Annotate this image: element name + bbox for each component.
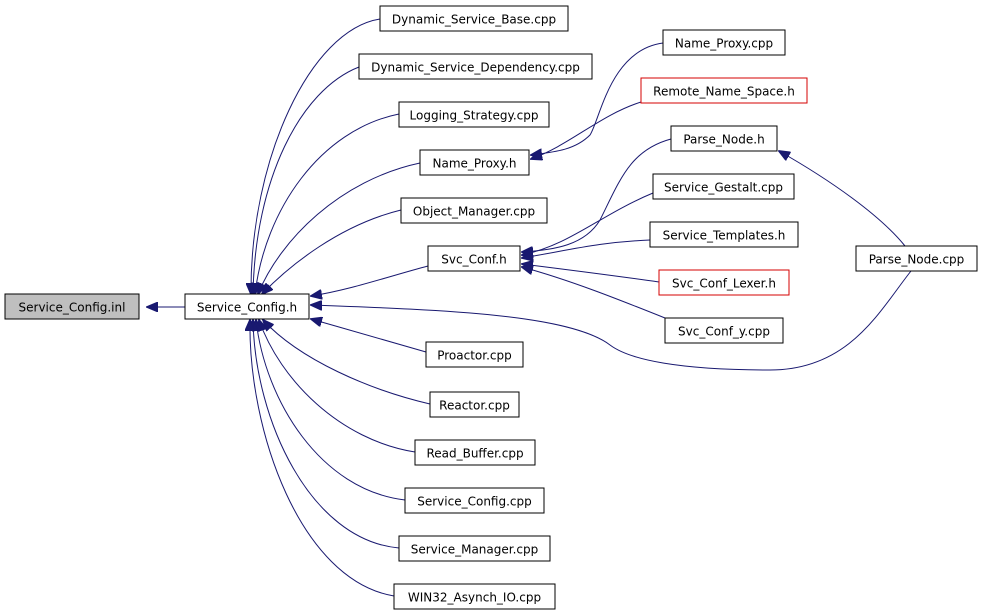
edge-parse-node-cpp-to-parse-node-h [779,151,906,247]
edge-read-buffer-cpp-to-service-config-h [259,320,416,453]
edge-service-config-cpp-to-service-config-h [256,320,406,501]
node-parse-node-h[interactable]: Parse_Node.h [670,125,778,152]
node-parse-node-cpp[interactable]: Parse_Node.cpp [855,245,978,272]
node-label: Parse_Node.cpp [869,253,965,267]
node-box [358,53,593,80]
edge-dynamic-service-base-cpp-to-service-config-h [251,18,381,294]
node-box [398,101,550,128]
node-proactor-cpp[interactable]: Proactor.cpp [425,341,524,368]
node-label: Svc_Conf_Lexer.h [672,277,776,291]
node-label: Read_Buffer.cpp [426,447,523,461]
node-service-config-cpp[interactable]: Service_Config.cpp [404,487,545,514]
node-box [393,583,556,610]
node-box [658,269,790,296]
node-label: Parse_Node.h [683,133,764,147]
node-label: Svc_Conf.h [441,253,506,267]
node-label: Logging_Strategy.cpp [410,109,539,123]
node-box [427,245,521,272]
node-label: Name_Proxy.cpp [675,37,773,51]
edge-dynamic-service-dependency-cpp-to-service-config-h [253,66,360,294]
node-box [649,221,799,248]
edge-name-proxy-cpp-to-name-proxy-h [531,42,664,155]
node-box [184,293,310,320]
node-read-buffer-cpp[interactable]: Read_Buffer.cpp [414,439,536,466]
node-service-config-inl[interactable]: Service_Config.inl [4,293,140,320]
node-box [398,535,551,562]
edge-parse-node-cpp-to-service-config-h [311,270,912,371]
edge-svc-conf-lexer-h-to-svc-conf-h [522,264,660,283]
node-box [419,149,530,176]
edge-service-templates-h-to-svc-conf-h [522,239,651,258]
node-box [664,317,784,344]
node-box [400,197,548,224]
edge-svc-conf-y-cpp-to-svc-conf-h [522,267,666,319]
edge-parse-node-h-to-svc-conf-h [522,138,672,252]
node-box [855,245,978,272]
node-label: Service_Config.cpp [417,495,532,509]
node-svc-conf-y-cpp[interactable]: Svc_Conf_y.cpp [664,317,784,344]
node-label: Svc_Conf_y.cpp [678,325,770,339]
node-service-gestalt-cpp[interactable]: Service_Gestalt.cpp [652,173,795,200]
node-name-proxy-h[interactable]: Name_Proxy.h [419,149,530,176]
node-box [652,173,795,200]
node-label: Name_Proxy.h [433,157,517,171]
edge-service-manager-cpp-to-service-config-h [253,320,400,549]
node-svc-conf-h[interactable]: Svc_Conf.h [427,245,521,272]
edge-service-gestalt-cpp-to-svc-conf-h [522,192,654,255]
node-service-config-h[interactable]: Service_Config.h [184,293,310,320]
node-box [429,391,520,418]
node-dynamic-service-base-cpp[interactable]: Dynamic_Service_Base.cpp [379,5,569,32]
node-object-manager-cpp[interactable]: Object_Manager.cpp [400,197,548,224]
node-box [414,439,536,466]
node-label: Service_Manager.cpp [411,543,539,557]
node-name-proxy-cpp[interactable]: Name_Proxy.cpp [662,29,786,56]
node-label: Object_Manager.cpp [413,205,535,219]
edge-svc-conf-h-to-service-config-h [311,265,429,296]
node-svc-conf-lexer-h[interactable]: Svc_Conf_Lexer.h [658,269,790,296]
node-remote-name-space-h[interactable]: Remote_Name_Space.h [640,77,808,104]
node-label: Dynamic_Service_Base.cpp [392,13,556,27]
node-box [640,77,808,104]
node-logging-strategy-cpp[interactable]: Logging_Strategy.cpp [398,101,550,128]
node-reactor-cpp[interactable]: Reactor.cpp [429,391,520,418]
node-label: Service_Templates.h [663,229,786,243]
node-label: WIN32_Asynch_IO.cpp [408,591,541,605]
node-win32-asynch-io-cpp[interactable]: WIN32_Asynch_IO.cpp [393,583,556,610]
nodes-layer: Service_Config.inl Service_Config.h Dynami… [4,5,978,610]
node-dynamic-service-dependency-cpp[interactable]: Dynamic_Service_Dependency.cpp [358,53,593,80]
node-box [4,293,140,320]
node-label: Remote_Name_Space.h [653,85,795,99]
edge-proactor-cpp-to-service-config-h [311,319,427,353]
edge-reactor-cpp-to-service-config-h [263,320,431,405]
node-label: Service_Config.inl [19,301,126,315]
edge-logging-strategy-cpp-to-service-config-h [255,113,400,294]
edge-name-proxy-h-to-service-config-h [258,162,421,294]
node-box [670,125,778,152]
node-service-templates-h[interactable]: Service_Templates.h [649,221,799,248]
node-label: Service_Config.h [197,301,297,315]
node-box [404,487,545,514]
edge-win32-asynch-io-cpp-to-service-config-h [250,320,395,597]
edges-layer [147,18,912,597]
node-service-manager-cpp[interactable]: Service_Manager.cpp [398,535,551,562]
node-label: Reactor.cpp [439,399,510,413]
node-label: Service_Gestalt.cpp [664,181,783,195]
node-box [425,341,524,368]
edge-object-manager-cpp-to-service-config-h [262,209,402,294]
node-box [379,5,569,32]
node-label: Dynamic_Service_Dependency.cpp [371,61,580,75]
node-label: Proactor.cpp [437,349,512,363]
node-box [662,29,786,56]
edge-remote-name-space-h-to-name-proxy-h [531,101,642,159]
